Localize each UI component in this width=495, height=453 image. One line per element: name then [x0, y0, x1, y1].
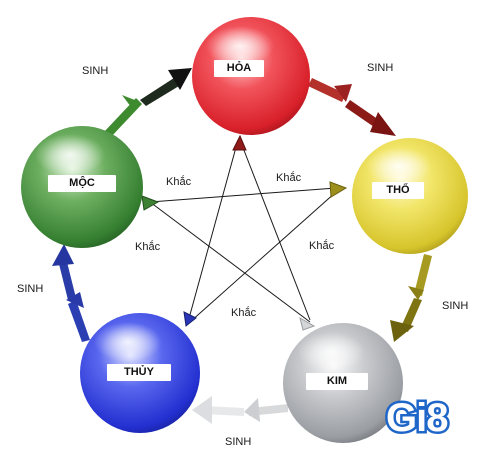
- label-fire: HỎA: [214, 60, 264, 77]
- khac-arrowhead-wood: [141, 195, 160, 211]
- label-earth: THỔ: [372, 182, 424, 199]
- khac-line-wood-earth: [149, 187, 337, 203]
- khac-arrowhead-earth: [329, 181, 348, 198]
- sinh-arrow-earth-metal: [390, 254, 432, 342]
- khac-line-wood-metal: [149, 201, 311, 323]
- khac-label-1: Khắc: [166, 176, 192, 188]
- sinh-label-metal-water: SINH: [225, 436, 252, 448]
- sinh-arrows: [52, 68, 432, 424]
- khac-arrowheads: [141, 134, 348, 331]
- sinh-arrow-metal-water: [192, 396, 288, 424]
- sinh-arrow-wood-fire: [104, 68, 192, 138]
- khac-arrowhead-metal: [299, 316, 316, 331]
- khac-arrowhead-water: [183, 311, 197, 327]
- khac-arrowhead-fire: [232, 134, 247, 151]
- sinh-label-fire-earth: SINH: [367, 62, 394, 74]
- khac-lines: [149, 139, 337, 323]
- sinh-label-earth-metal: SINH: [442, 300, 469, 312]
- khac-line-fire-water: [187, 139, 239, 323]
- khac-label-3: Khắc: [135, 241, 161, 253]
- khac-line-earth-water: [189, 191, 337, 323]
- khac-label-4: Khắc: [309, 240, 335, 252]
- khac-label-5: Khắc: [231, 307, 257, 319]
- khac-line-fire-metal: [239, 139, 311, 321]
- label-water: THỦY: [107, 364, 171, 381]
- label-metal: KIM: [306, 373, 368, 390]
- brand-logo: Gi8: [383, 394, 451, 443]
- sinh-arrow-water-wood: [52, 244, 90, 342]
- label-wood: MỘC: [48, 175, 116, 192]
- khac-label-2: Khắc: [276, 172, 302, 184]
- sinh-arrow-fire-earth: [308, 78, 396, 136]
- sinh-label-wood-fire: SINH: [82, 65, 109, 77]
- sinh-label-water-wood: SINH: [17, 283, 44, 295]
